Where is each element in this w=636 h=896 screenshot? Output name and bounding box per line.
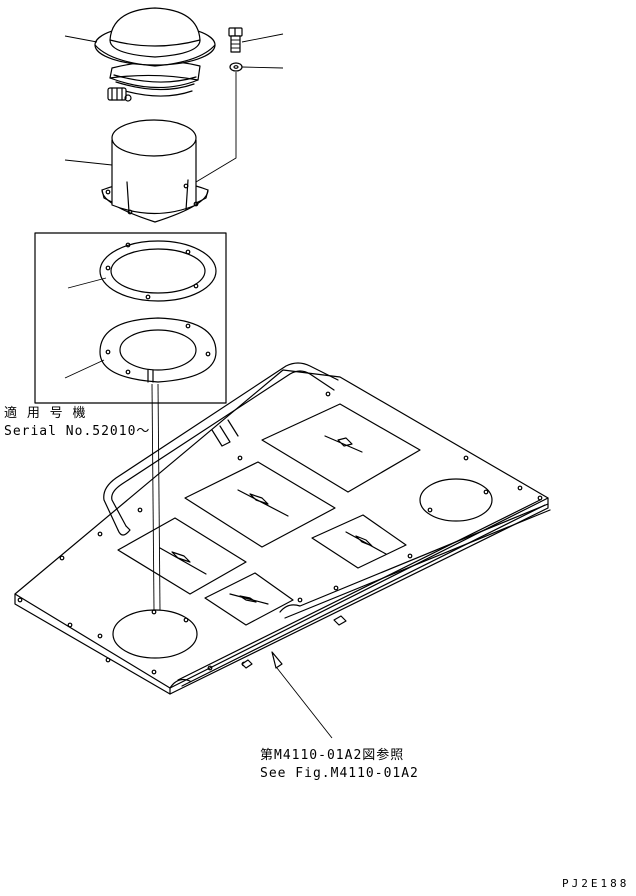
drawing-code: PJ2E188 <box>562 877 630 890</box>
duct-part <box>101 119 209 223</box>
applicability-frame <box>34 232 227 404</box>
figure-reference-en: See Fig.M4110-01A2 <box>260 766 419 781</box>
cap-part <box>94 7 216 97</box>
bolt <box>228 27 243 53</box>
mounting-plate <box>99 317 217 383</box>
hose-clamp <box>107 87 132 102</box>
applicable-serial-jp-label: 適 用 号 機 <box>4 406 87 421</box>
gasket-ring <box>99 240 217 302</box>
washer <box>229 62 243 72</box>
assembly-lines <box>151 72 237 611</box>
figure-reference-jp: 第M4110-01A2図参照 <box>260 748 405 763</box>
floor-cover-panel <box>14 362 551 695</box>
serial-number-label: Serial No.52010～ <box>4 424 151 439</box>
leader-lines <box>64 33 333 739</box>
